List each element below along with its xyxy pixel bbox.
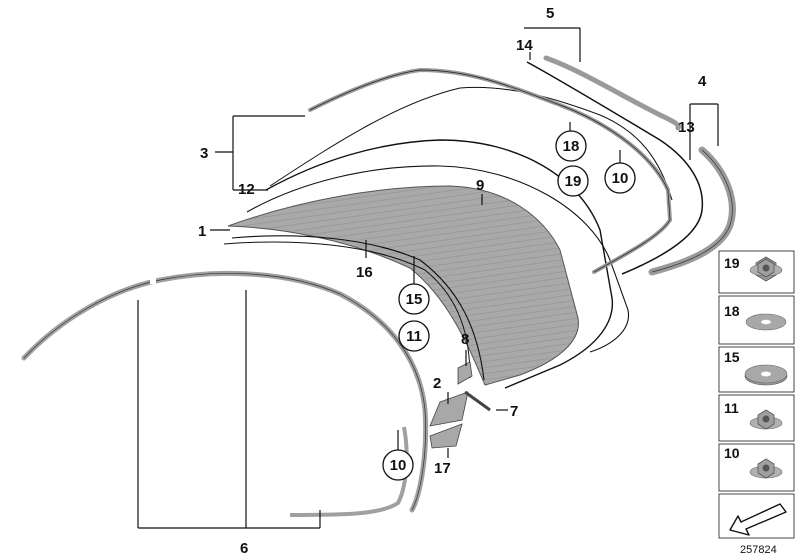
callout-7: 7 (510, 403, 518, 420)
circled-callout-19: 19 (557, 165, 589, 197)
callout-8: 8 (461, 331, 469, 348)
clip-8 (457, 361, 473, 385)
frame-gap (150, 278, 156, 284)
callout-13: 13 (678, 119, 695, 136)
svg-text:18: 18 (724, 303, 740, 319)
circled-callout-10-bottom: 10 (382, 449, 414, 481)
callout-12: 12 (238, 181, 255, 198)
circled-callout-18: 18 (555, 130, 587, 162)
svg-text:19: 19 (724, 255, 740, 271)
svg-text:11: 11 (724, 400, 739, 416)
circled-callout-11: 11 (398, 320, 430, 352)
svg-text:10: 10 (724, 445, 740, 461)
svg-text:10: 10 (390, 457, 407, 474)
callout-16: 16 (356, 264, 373, 281)
svg-text:15: 15 (406, 291, 423, 308)
seal-inner-2 (223, 241, 471, 379)
callout-2: 2 (433, 375, 441, 392)
legend-item-15: 15 (718, 346, 795, 393)
arrow-icon (729, 503, 787, 536)
bracket-2 (429, 391, 469, 427)
svg-text:11: 11 (406, 328, 422, 345)
circled-callout-15: 15 (398, 283, 430, 315)
callout-9: 9 (476, 177, 484, 194)
top-trim-rail (269, 86, 673, 201)
top-trim-strip-edge (309, 69, 671, 273)
callout-1: 1 (198, 223, 206, 240)
legend-arrow-box (718, 493, 795, 539)
seal-outer (265, 139, 614, 389)
seal-outer-2 (246, 165, 630, 353)
roof-seal-13 (526, 61, 704, 275)
callout-5: 5 (546, 5, 554, 22)
legend-item-11: 11 (718, 394, 795, 442)
bracket-17 (429, 423, 463, 449)
callout-6: 6 (240, 540, 248, 557)
svg-text:19: 19 (565, 173, 582, 190)
circled-callout-10-top: 10 (604, 162, 636, 194)
svg-text:15: 15 (724, 349, 740, 365)
legend-item-19: 19 (718, 250, 795, 294)
callout-3: 3 (200, 145, 208, 162)
seal-inner (231, 235, 485, 381)
front-bow-frame (21, 270, 429, 513)
legend-item-10: 10 (718, 443, 795, 492)
rear-window-glass (227, 185, 579, 386)
front-bow-frame-edge (23, 273, 426, 511)
legend-panel: 19 18 15 11 10 (718, 250, 795, 539)
callout-4: 4 (698, 73, 707, 90)
svg-text:10: 10 (612, 170, 629, 187)
pin-7 (464, 390, 491, 412)
callout-17: 17 (434, 460, 451, 477)
trim-strip-14 (543, 55, 681, 131)
reference-number: 257824 (740, 544, 777, 556)
callout-14: 14 (516, 37, 533, 54)
leader-lines (137, 27, 719, 529)
legend-item-18: 18 (718, 295, 795, 345)
svg-text:18: 18 (563, 138, 580, 155)
trim-strip-4-edge (651, 149, 733, 273)
